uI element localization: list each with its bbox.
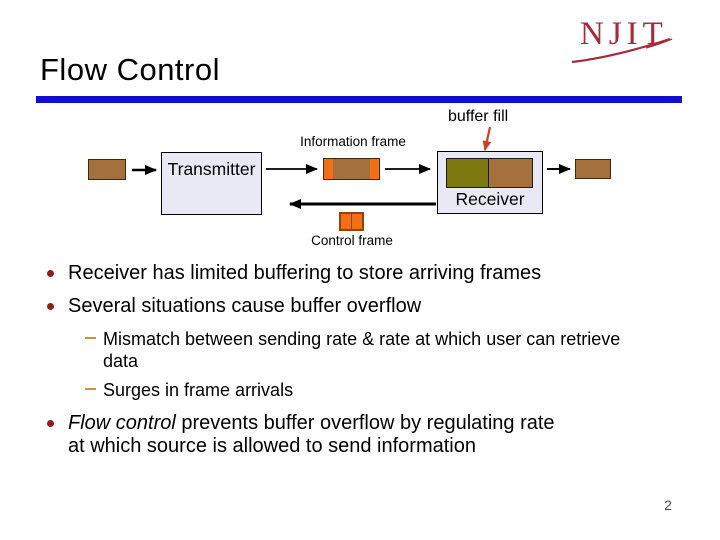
receiver-buffer	[446, 158, 533, 188]
control-frame-cell	[341, 214, 352, 229]
bullet-text: Receiver has limited buffering to store …	[68, 262, 542, 284]
control-frame	[339, 212, 364, 231]
page-title: Flow Control	[40, 52, 220, 87]
bullet-text-rest: prevents buffer overflow by regulating r…	[68, 412, 555, 457]
sub-bullet-item: Mismatch between sending rate & rate at …	[85, 328, 700, 372]
receiver-label: Receiver	[455, 189, 525, 209]
bullet-item: Receiver has limited buffering to store …	[36, 262, 700, 285]
sub-bullet-text: Mismatch between sending rate & rate at …	[103, 329, 621, 371]
frame-header-band	[324, 159, 333, 179]
bullet-dot	[47, 420, 54, 427]
incoming-frame	[88, 159, 126, 180]
frame-trailer-band	[370, 159, 379, 179]
sub-bullet-item: Surges in frame arrivals	[85, 379, 700, 401]
njit-logo-underline	[645, 38, 673, 49]
bullet-text-italic: Flow control	[68, 412, 176, 434]
bullet-list: Receiver has limited buffering to store …	[36, 262, 700, 468]
information-frame-label: Information frame	[300, 134, 406, 149]
sub-bullet-list: Mismatch between sending rate & rate at …	[85, 328, 700, 401]
bullet-dot	[47, 303, 54, 310]
control-frame-label: Control frame	[311, 233, 393, 248]
bullet-text: Several situations cause buffer overflow	[68, 295, 422, 317]
information-frame	[323, 158, 380, 180]
bullet-item: Flow control prevents buffer overflow by…	[36, 412, 700, 458]
bullet-text: Flow control prevents buffer overflow by…	[68, 412, 700, 458]
arrow-buffer-fill	[482, 126, 492, 151]
frame-payload	[333, 159, 370, 179]
transmitter-label: Transmitter	[167, 159, 256, 179]
sub-bullet-dash	[85, 337, 96, 339]
buffer-frame-portion	[489, 159, 532, 187]
title-underline	[36, 96, 682, 103]
buffer-fill-label: buffer fill	[448, 108, 509, 125]
njit-logo-swoosh	[571, 37, 671, 64]
buffer-filled-portion	[447, 159, 489, 187]
bullet-dot	[47, 270, 54, 277]
njit-logo: NJIT	[571, 16, 673, 64]
delivered-frame	[575, 159, 611, 179]
njit-logo-text: NJIT	[580, 16, 668, 52]
control-frame-cell	[352, 214, 362, 229]
transmitter-box: Transmitter	[161, 152, 262, 215]
receiver-box: Receiver	[437, 151, 543, 214]
bullet-item: Several situations cause buffer overflow	[36, 295, 700, 318]
page-number: 2	[664, 497, 672, 513]
sub-bullet-text: Surges in frame arrivals	[103, 380, 294, 400]
sub-bullet-dash	[85, 388, 96, 390]
